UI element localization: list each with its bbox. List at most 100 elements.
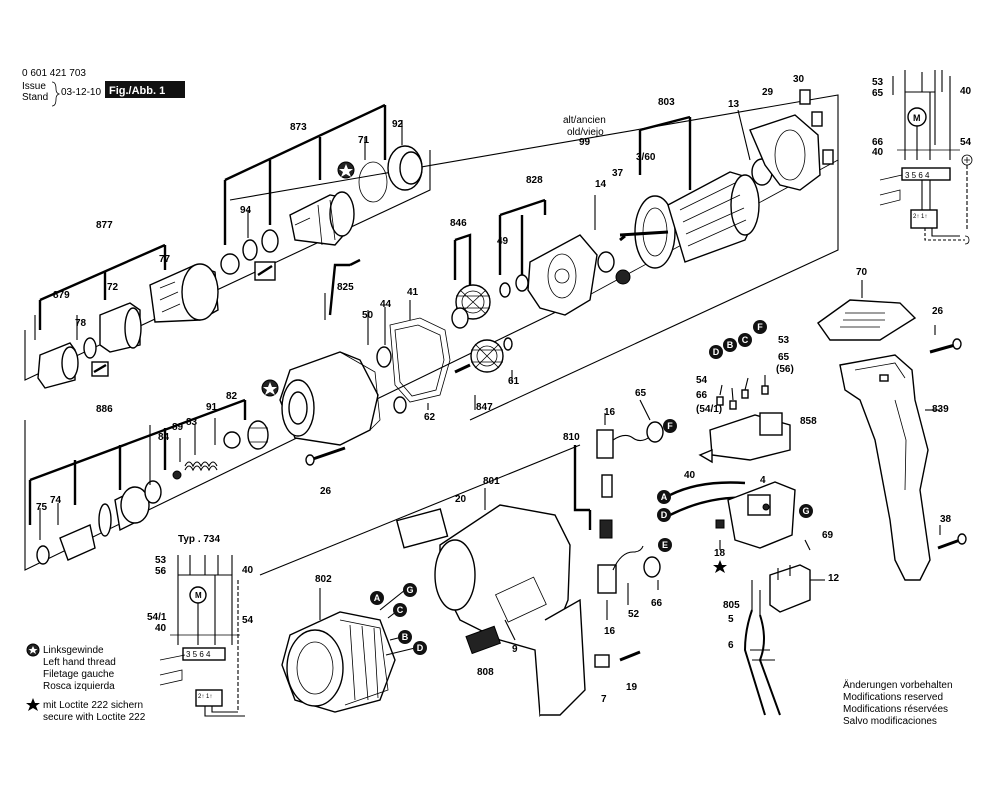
mod-line-1: Änderungen vorbehalten xyxy=(843,679,953,691)
part-callout: 801 xyxy=(483,476,500,487)
wire-marker: A xyxy=(370,591,384,605)
part-callout: 70 xyxy=(856,267,868,278)
legend-left-hand-3: Filetage gauche xyxy=(43,669,115,680)
wiring-diagram-typ734: Typ . 734 M 3 5 6 4 2↑ 1↑ xyxy=(159,534,245,717)
modifications-note: Änderungen vorbehalten Modifications res… xyxy=(843,679,953,727)
part-callout: 858 xyxy=(800,416,817,427)
wire-marker: E xyxy=(658,538,672,552)
part-callout: 828 xyxy=(526,175,543,186)
part-callout: 13 xyxy=(728,99,740,110)
part-callout: 12 xyxy=(828,573,840,584)
wiring-bottom-label: 40 xyxy=(242,565,254,576)
stand-label: Stand xyxy=(22,92,48,103)
part-callout: 26 xyxy=(320,486,332,497)
wiring-top-label: 40 xyxy=(872,147,884,158)
terminal-numbers-top: 3 5 6 4 xyxy=(905,171,930,180)
handle-assembly xyxy=(817,280,967,581)
part-callout: 14 xyxy=(595,179,607,190)
part-callout: 69 xyxy=(822,530,834,541)
wire-marker-letter: C xyxy=(742,335,749,345)
part-callout: 61 xyxy=(508,376,520,387)
legend-left-hand-1: Linksgewinde xyxy=(43,645,104,656)
part-callout: 20 xyxy=(455,494,467,505)
part-callout: 49 xyxy=(497,236,509,247)
wire-marker-letter: B xyxy=(727,340,734,350)
wiring-top-label: 40 xyxy=(960,86,972,97)
wire-marker-letter: D xyxy=(713,347,720,357)
figure-label: Fig./Abb. 1 xyxy=(109,85,165,97)
part-callout: 16 xyxy=(604,626,616,637)
wire-marker: F xyxy=(663,419,677,433)
wiring-top-label: 54 xyxy=(960,137,972,148)
wire-marker-circle xyxy=(799,504,813,518)
part-callout: 92 xyxy=(392,119,404,130)
part-callout: 5 xyxy=(728,614,734,625)
part-callout: 886 xyxy=(96,404,113,415)
wiring-top-label: 66 xyxy=(872,137,884,148)
wire-marker-circle xyxy=(403,583,417,597)
loctite-star-icon-18 xyxy=(713,560,727,573)
wire-marker-circle xyxy=(657,508,671,522)
part-callout: 77 xyxy=(159,254,171,265)
wire-marker-circle xyxy=(657,490,671,504)
wiring-bottom-label: 56 xyxy=(155,566,167,577)
wire-marker-letter: C xyxy=(397,605,404,615)
part-callout: 65 xyxy=(635,388,647,399)
part-callout: 82 xyxy=(226,391,238,402)
wire-marker-circle xyxy=(663,419,677,433)
part-callout: 99 xyxy=(579,137,591,148)
part-callout: 41 xyxy=(407,287,419,298)
part-callout: 84 xyxy=(158,432,170,443)
part-callout: 29 xyxy=(762,87,774,98)
part-callout: 53 xyxy=(778,335,790,346)
wire-marker-circle xyxy=(709,345,723,359)
part-callout: 26 xyxy=(932,306,944,317)
callout-labels: 8737192948777277879788254441508288464980… xyxy=(36,74,952,705)
motor-housing xyxy=(395,488,586,718)
part-callout: 94 xyxy=(240,205,252,216)
wire-marker-circle xyxy=(658,538,672,552)
legend-loctite-2: secure with Loctite 222 xyxy=(43,712,146,723)
legend-left-hand-2: Left hand thread xyxy=(43,657,116,668)
wire-marker: C xyxy=(738,333,752,347)
wire-marker-letter: F xyxy=(667,421,673,431)
part-callout: 83 xyxy=(186,417,198,428)
part-callout: 74 xyxy=(50,495,62,506)
loctite-star-icon xyxy=(26,698,40,711)
brush-holders xyxy=(573,399,664,668)
part-callout: 9 xyxy=(512,644,518,655)
typ-label: Typ . 734 xyxy=(178,534,220,545)
part-callout: 846 xyxy=(450,218,467,229)
part-callout: 66 xyxy=(651,598,663,609)
part-callout: (56) xyxy=(776,364,794,375)
switch-assembly xyxy=(669,375,825,716)
part-callout: 44 xyxy=(380,299,392,310)
alt-line-1: alt/ancien xyxy=(563,115,606,126)
part-callout: 89 xyxy=(172,422,184,433)
alt-note: alt/ancien old/viejo xyxy=(563,115,606,138)
gears-and-bearing-plate xyxy=(451,195,631,410)
wiring-bottom-label: 54/1 xyxy=(147,612,167,623)
wire-marker-circle xyxy=(370,591,384,605)
wiring-top-label: 53 xyxy=(872,77,884,88)
part-callout: 37 xyxy=(612,168,624,179)
wire-marker-letter: F xyxy=(757,322,763,332)
part-callout: 78 xyxy=(75,318,87,329)
part-callout: 18 xyxy=(714,548,726,559)
wire-marker: D xyxy=(413,641,427,655)
part-callout: 62 xyxy=(424,412,436,423)
wiring-bottom-label: 53 xyxy=(155,555,167,566)
wire-marker: A xyxy=(657,490,671,504)
part-callout: 805 xyxy=(723,600,740,611)
wire-marker-circle xyxy=(393,603,407,617)
part-callout: 810 xyxy=(563,432,580,443)
wire-marker-letter: A xyxy=(374,593,381,603)
part-callout: 4 xyxy=(760,475,766,486)
wiring-bottom-label: 54 xyxy=(242,615,254,626)
header: 0 601 421 703 Issue Stand 03-12-10 Fig./… xyxy=(22,68,185,107)
wiring-bottom-label: 40 xyxy=(155,623,167,634)
issue-label: Issue xyxy=(22,81,46,92)
part-callout: 6 xyxy=(728,640,734,651)
